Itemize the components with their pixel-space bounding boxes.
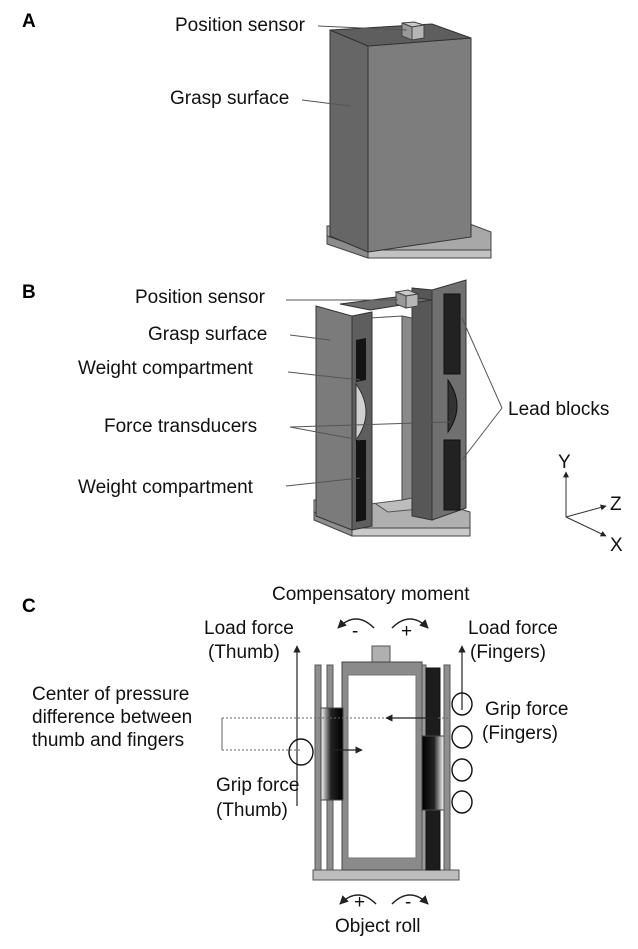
label-roll-plus: + — [354, 892, 365, 913]
leader-line — [289, 334, 331, 341]
lead-block — [443, 293, 461, 375]
leader-line — [317, 25, 408, 31]
axis-y-label: Y — [558, 452, 571, 473]
panel-a-device — [326, 21, 492, 259]
roll-arrow-plus — [339, 894, 377, 905]
label-moment-minus: - — [352, 621, 358, 642]
label-lead-blocks: Lead blocks — [508, 399, 609, 420]
finger-contact-circle — [451, 725, 473, 749]
panel-c-device — [312, 645, 460, 881]
leader-line — [301, 99, 351, 107]
label-cop-line2: difference between — [32, 707, 192, 728]
label-position-sensor: Position sensor — [135, 287, 266, 308]
force-transducer-thumb — [320, 707, 344, 801]
moment-arrow-plus — [391, 618, 429, 629]
leader-line — [289, 421, 451, 428]
leader-line — [461, 407, 503, 461]
axis-x-label: X — [610, 535, 623, 556]
lead-block — [425, 667, 441, 737]
label-roll-minus: - — [405, 892, 411, 913]
panel-c: C Compensatory moment - + — [22, 584, 568, 937]
label-load-force-fingers: Load force — [468, 618, 558, 639]
panel-b: B — [22, 279, 623, 556]
label-cop-line1: Center of pressure — [32, 684, 189, 705]
panel-b-device — [313, 279, 471, 537]
label-cop-line3: thumb and fingers — [32, 730, 184, 751]
panel-b-letter: B — [22, 282, 36, 303]
position-sensor-icon — [371, 645, 391, 663]
label-compensatory-moment: Compensatory moment — [272, 584, 470, 605]
panel-c-letter: C — [22, 596, 36, 617]
label-object-roll: Object roll — [335, 916, 421, 937]
roll-arrow-minus — [391, 894, 429, 905]
label-moment-plus: + — [401, 621, 412, 642]
leader-line — [289, 426, 361, 441]
label-load-force-fingers-sub: (Fingers) — [470, 642, 546, 663]
finger-contact-circle — [451, 692, 473, 716]
panel-a-letter: A — [22, 11, 36, 32]
label-position-sensor: Position sensor — [175, 15, 306, 36]
thumb-contact-circle — [288, 738, 314, 766]
label-grip-force-fingers-sub: (Fingers) — [482, 723, 558, 744]
leader-line — [461, 317, 503, 409]
force-transducer-fingers — [421, 735, 445, 811]
label-load-force-thumb: Load force — [204, 618, 294, 639]
label-grip-force-thumb: Grip force — [216, 775, 299, 796]
label-grip-force-thumb-sub: (Thumb) — [216, 800, 288, 821]
label-grasp-surface: Grasp surface — [148, 324, 267, 345]
label-weight-compartment-top: Weight compartment — [78, 358, 254, 379]
axis-z-label: Z — [610, 494, 622, 515]
finger-contact-circle — [451, 790, 473, 814]
label-grip-force-fingers: Grip force — [485, 699, 568, 720]
position-sensor-icon — [394, 289, 420, 309]
leader-line — [285, 477, 361, 487]
panel-a: A Position sensor Grasp surface — [22, 11, 492, 259]
label-load-force-thumb-sub: (Thumb) — [208, 642, 280, 663]
finger-contact-circle — [451, 758, 473, 782]
lead-block — [425, 809, 441, 871]
leader-line — [287, 371, 361, 381]
lead-block — [443, 439, 461, 511]
label-grasp-surface: Grasp surface — [170, 88, 289, 109]
label-weight-compartment-bottom: Weight compartment — [78, 477, 254, 498]
coordinate-axes: Y Z X — [558, 452, 623, 556]
position-sensor-icon — [401, 21, 425, 41]
moment-arrow-minus — [337, 618, 375, 629]
label-force-transducers: Force transducers — [104, 416, 257, 437]
